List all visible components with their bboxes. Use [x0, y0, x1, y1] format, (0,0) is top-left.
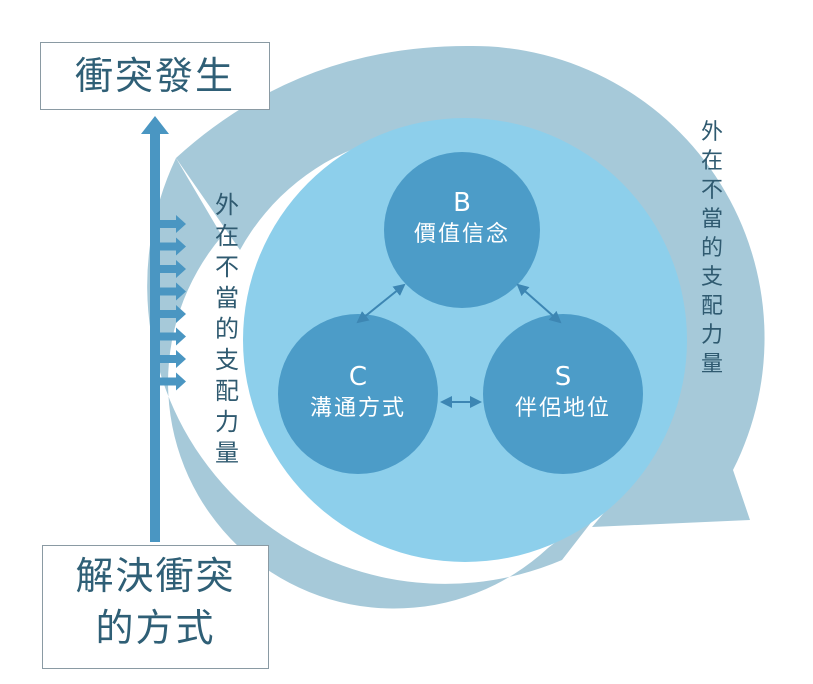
node-b: B 價值信念	[382, 186, 542, 250]
node-b-letter: B	[453, 188, 471, 218]
conflict-occurs-box: 衝突發生	[40, 42, 270, 110]
node-c-label: 溝通方式	[309, 396, 406, 421]
right-external-force-text: 外在不當的支配力量	[700, 120, 723, 377]
pressure-arrows	[160, 215, 186, 391]
pressure-arrow	[160, 215, 186, 233]
resolution-method-box: 解決衝突 的方式	[42, 545, 269, 669]
node-c-letter: C	[348, 362, 368, 392]
outer-cycle-arrow-bottom	[147, 158, 607, 609]
node-b-label: 價值信念	[413, 222, 510, 247]
node-c: C 溝通方式	[278, 360, 438, 424]
arrow-b-c	[356, 283, 406, 324]
left-external-force-text: 外在不當的支配力量	[215, 191, 239, 467]
resolution-method-line2: 的方式	[95, 606, 216, 650]
conflict-occurs-label: 衝突發生	[74, 54, 235, 98]
resolution-method-line1: 解決衝突	[75, 554, 236, 598]
pressure-arrow	[160, 282, 186, 301]
node-circle-c	[278, 314, 438, 474]
pressure-arrow	[160, 350, 186, 368]
pressure-arrow	[160, 237, 186, 256]
pressure-arrow	[160, 260, 186, 278]
upward-arrow	[141, 116, 169, 542]
pressure-arrow	[160, 327, 186, 346]
node-s-label: 伴侶地位	[514, 396, 611, 421]
arrow-b-s	[516, 283, 562, 324]
node-circle-b	[384, 152, 540, 308]
node-s: S 伴侶地位	[483, 360, 643, 424]
pressure-arrow	[160, 372, 186, 391]
node-circle-s	[483, 314, 643, 474]
node-s-letter: S	[554, 362, 572, 392]
pressure-arrow	[160, 305, 186, 323]
outer-cycle-arrow-top	[176, 45, 765, 527]
